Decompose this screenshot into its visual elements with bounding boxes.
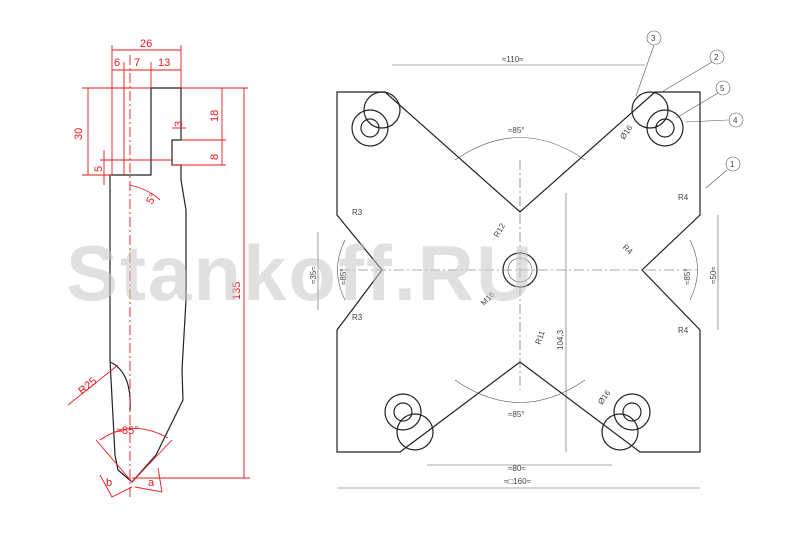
callout-1: 1 — [730, 160, 735, 169]
dim-50: ≈50≈ — [709, 266, 718, 284]
dim-18: 18 — [209, 110, 221, 122]
angle-right: ≈85° — [683, 269, 692, 286]
dim-135: 135 — [231, 282, 243, 300]
watermark: Stankoff.RU — [66, 229, 534, 317]
r4-b: R4 — [621, 243, 635, 257]
r4-c: R4 — [678, 326, 689, 335]
callout-4: 4 — [733, 116, 738, 125]
d16-b: Ø16 — [596, 388, 612, 406]
callout-2: 2 — [714, 53, 719, 62]
punch-profile-drawing: 26 6 7 13 30 5 18 8 3 135 5° R25 — [67, 38, 250, 500]
d16-a: Ø16 — [618, 123, 634, 141]
dim-13: 13 — [158, 57, 170, 69]
punch-outline — [109, 87, 187, 483]
dim-7: 7 — [134, 57, 140, 69]
r4-a: R4 — [678, 193, 689, 202]
dim-30: 30 — [73, 128, 85, 140]
callout-3: 3 — [651, 34, 656, 43]
die-outline — [336, 91, 701, 453]
dim-5: 5 — [93, 166, 105, 172]
dim-35: ≈35≈ — [309, 266, 318, 284]
dim-3: 3 — [173, 121, 185, 127]
dim-b: b — [106, 477, 112, 489]
dim-a: a — [148, 477, 155, 489]
dim-160: ≈□160≈ — [504, 477, 532, 486]
callout-5: 5 — [720, 84, 725, 93]
dim-80: ≈80≈ — [508, 464, 526, 473]
die-block-drawing: ≈110≈ ≈80≈ ≈□160≈ ≈85° ≈85° ≈85° ≈85° ≈3… — [309, 30, 744, 489]
dim-6: 6 — [114, 57, 120, 69]
dim-r25: R25 — [76, 375, 99, 397]
dim-110: ≈110≈ — [502, 55, 524, 64]
dim-angle-5: 5° — [144, 191, 160, 206]
angle-bottom: ≈85° — [508, 410, 525, 419]
r3-a: R3 — [352, 208, 363, 217]
r11: R11 — [533, 329, 546, 346]
angle-top: ≈85° — [508, 126, 525, 135]
dim-angle-85: ≈85° — [116, 425, 139, 437]
dim-104-3: 104,3 — [556, 329, 565, 350]
dim-8: 8 — [209, 154, 221, 160]
angle-left: ≈85° — [339, 269, 348, 286]
dim-26: 26 — [140, 38, 152, 50]
r3-b: R3 — [352, 313, 363, 322]
